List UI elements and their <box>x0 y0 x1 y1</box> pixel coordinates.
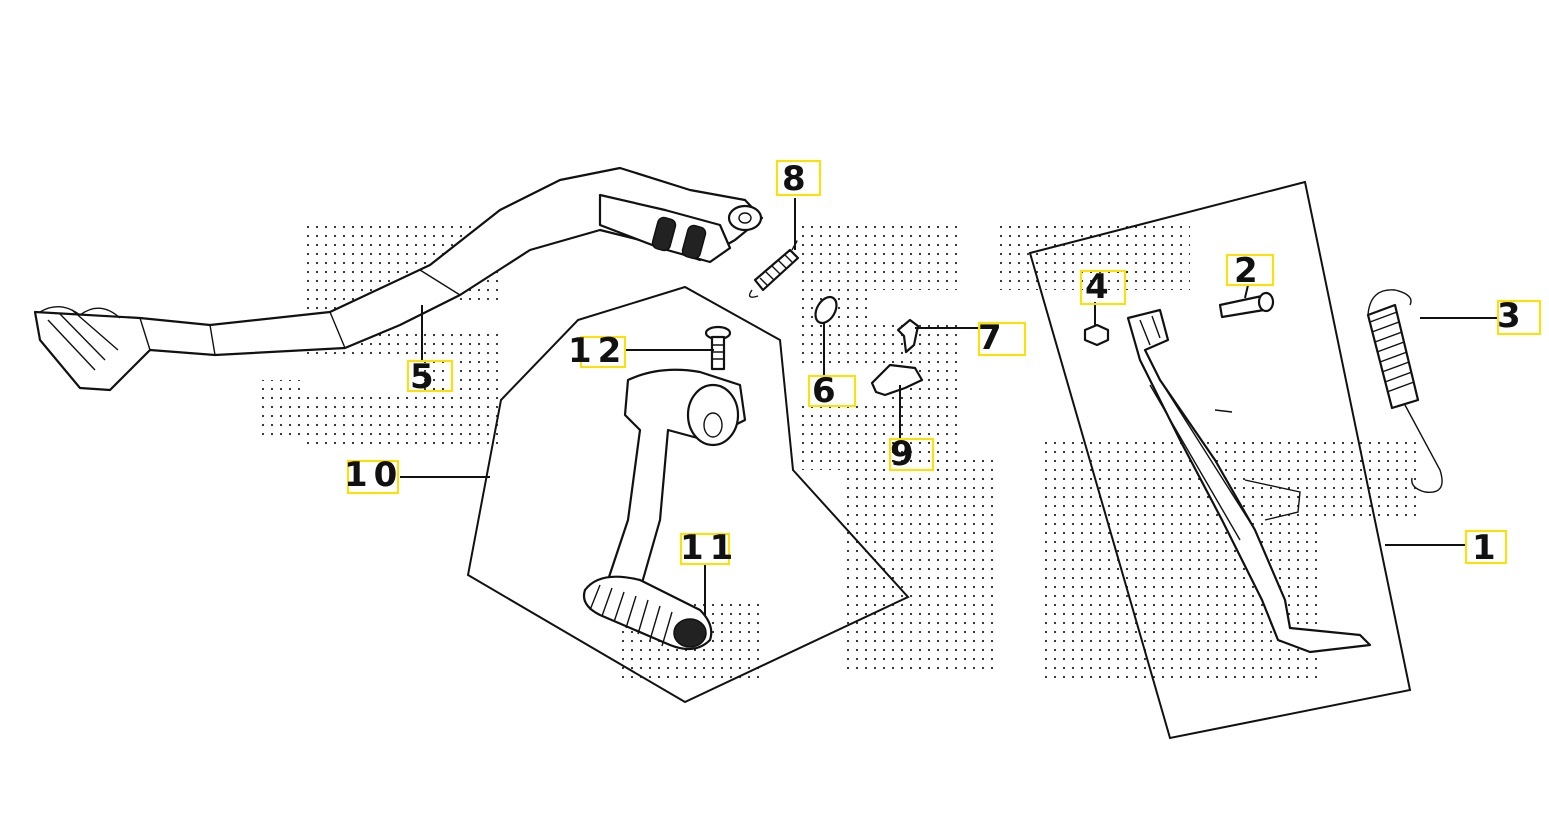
callout-label: 2 <box>1234 251 1258 291</box>
callout-label: 10 <box>344 455 404 495</box>
group-outline-1 <box>1028 180 1412 740</box>
callout-label: 5 <box>410 357 434 397</box>
spring-part-8 <box>748 240 800 298</box>
callout-label: 3 <box>1497 296 1521 336</box>
group-outline-10 <box>466 285 910 704</box>
callout-label: 4 <box>1085 267 1109 307</box>
brake-pedal-part-5 <box>33 166 764 392</box>
callout-label: 11 <box>680 528 740 568</box>
callout-label: 8 <box>782 159 806 199</box>
clip-part-7 <box>896 318 920 354</box>
callout-label: 9 <box>890 434 914 474</box>
leader-lines <box>400 198 1497 615</box>
nut-part-4 <box>1083 323 1110 347</box>
callout-label: 6 <box>812 371 836 411</box>
shift-pedal-part-11 <box>582 368 747 651</box>
bolt-part-12 <box>704 325 732 371</box>
spring-part-3 <box>1366 289 1443 494</box>
bolt-part-2 <box>1218 291 1275 319</box>
callout-label: 1 <box>1472 528 1496 568</box>
side-stand-part-1 <box>1126 308 1372 654</box>
callout-label: 12 <box>568 331 628 371</box>
callout-label: 7 <box>978 318 1002 358</box>
washer-part-6 <box>814 295 838 325</box>
bracket-part-9 <box>870 363 924 397</box>
